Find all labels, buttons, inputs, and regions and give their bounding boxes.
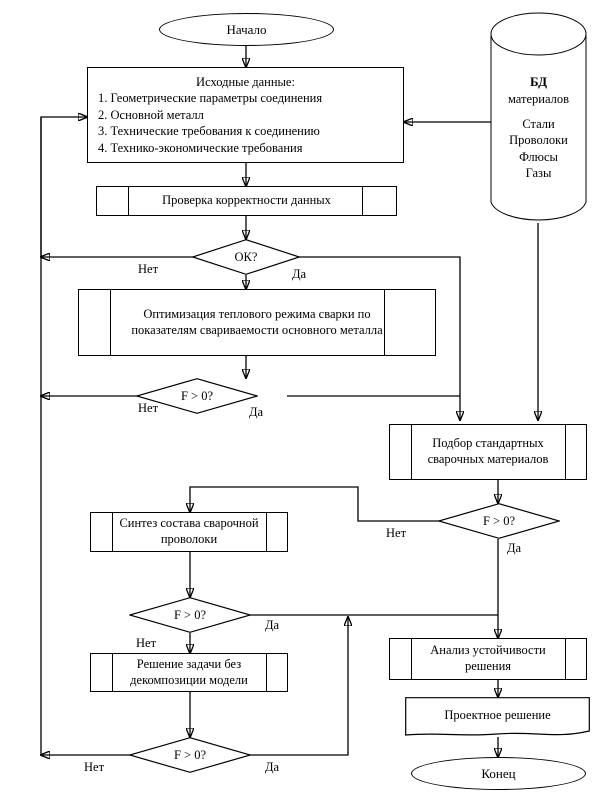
node-database-title: БД (529, 74, 548, 89)
node-check-data-bar-right (362, 186, 363, 216)
node-no-decomposition-body (90, 653, 288, 692)
node-standard-materials-label: Подбор стандартных сварочных материалов (427, 436, 549, 466)
node-input-data-header: Исходные данные: (196, 74, 295, 89)
node-check-data-bar-left (128, 186, 129, 216)
node-start-label: Начало (226, 21, 267, 37)
node-check-data-label: Проверка корректности данных (162, 193, 331, 208)
node-wire-synthesis-bar-left (112, 512, 113, 552)
node-ok-decision[interactable]: ОК? (192, 239, 300, 275)
node-input-data-item-3: 3. Технические требования к соединению (98, 124, 320, 139)
edge-label-f1-yes: Да (249, 405, 264, 419)
node-no-decomposition-label: Решение задачи без декомпозиции модели (130, 656, 248, 687)
node-no-decomposition-bar-right (266, 653, 267, 692)
edge-f4-yes (231, 617, 348, 756)
node-no-decomposition-bar-left (112, 653, 113, 692)
edge-label-f4-no: Нет (84, 760, 105, 774)
node-f-decision-3[interactable]: F > 0? (129, 597, 251, 633)
node-standard-materials-body (389, 424, 587, 480)
diamond-shape (129, 597, 251, 633)
edge-label-ok-no: Нет (138, 262, 159, 276)
node-database-item-2: Проволоки (509, 133, 568, 148)
node-database-item-4: Газы (525, 165, 552, 180)
edge-label-f4-yes: Да (265, 760, 280, 774)
node-check-data[interactable]: Проверка корректности данных (96, 186, 397, 216)
edge-label-f2-yes: Да (507, 541, 522, 555)
node-input-data-item-2: 2. Основной металл (98, 107, 204, 122)
node-database-item-3: Флюсы (519, 149, 558, 164)
node-standard-materials-bar-right (565, 424, 566, 480)
node-stability-analysis-bar-right (565, 638, 566, 680)
edge-left-trunk-to-input (40, 117, 87, 257)
edge-label-f2-no: Нет (386, 526, 407, 540)
node-stability-analysis-label: Анализ устойчивости решения (430, 643, 546, 673)
node-optimization-bar-right (384, 289, 385, 356)
node-f-decision-1[interactable]: F > 0? (136, 378, 258, 414)
edge-label-f1-no: Нет (138, 401, 159, 415)
node-wire-synthesis-body (90, 512, 288, 552)
document-shape (405, 697, 590, 736)
node-no-decomposition[interactable]: Решение задачи без декомпозиции модели (90, 653, 288, 692)
node-standard-materials-bar-left (411, 424, 412, 480)
node-database-subtitle: материалов (507, 91, 570, 106)
node-wire-synthesis[interactable]: Синтез состава сварочной проволоки (90, 512, 288, 552)
node-f-decision-2-label: F > 0? (482, 513, 516, 528)
node-start[interactable]: Начало (159, 13, 334, 46)
node-end[interactable]: Конец (411, 757, 586, 790)
node-input-data[interactable]: Исходные данные: 1. Геометрические парам… (87, 67, 404, 163)
node-wire-synthesis-bar-right (266, 512, 267, 552)
node-f-decision-4-label: F > 0? (173, 747, 207, 762)
edge-label-f3-yes: Да (265, 618, 280, 632)
node-check-data-body (96, 186, 397, 216)
node-project-solution[interactable]: Проектное решение (405, 697, 590, 739)
diamond-shape (136, 378, 258, 414)
node-wire-synthesis-label: Синтез состава сварочной проволоки (119, 516, 259, 546)
edge-label-f3-no: Нет (136, 636, 157, 650)
node-f-decision-2[interactable]: F > 0? (438, 503, 560, 539)
node-stability-analysis-body (389, 638, 587, 680)
node-optimization-body (78, 289, 436, 356)
node-optimization-bar-left (110, 289, 111, 356)
node-stability-analysis[interactable]: Анализ устойчивости решения (389, 638, 587, 680)
node-database-item-1: Стали (522, 117, 555, 132)
diamond-shape (129, 737, 251, 773)
node-f-decision-1-label: F > 0? (180, 388, 214, 403)
node-input-data-item-4: 4. Технико-экономические требования (98, 140, 303, 155)
node-end-label: Конец (481, 765, 516, 781)
node-project-solution-label: Проектное решение (444, 707, 551, 722)
node-stability-analysis-bar-left (411, 638, 412, 680)
edge-f2-no (190, 486, 458, 522)
node-standard-materials[interactable]: Подбор стандартных сварочных материалов (389, 424, 587, 480)
edge-ok-yes-right (287, 256, 460, 420)
diamond-shape (438, 503, 560, 539)
node-input-data-item-1: 1. Геометрические параметры соединения (98, 91, 323, 106)
node-f-decision-4[interactable]: F > 0? (129, 737, 251, 773)
node-ok-decision-label: ОК? (234, 249, 258, 264)
node-f-decision-3-label: F > 0? (173, 607, 207, 622)
node-optimization-label: Оптимизация теплового режима сварки по п… (131, 306, 383, 337)
edge-label-ok-yes: Да (292, 267, 307, 281)
diamond-shape (192, 239, 300, 275)
database-icon (490, 12, 587, 221)
node-optimization[interactable]: Оптимизация теплового режима сварки по п… (78, 289, 436, 356)
node-database[interactable]: БД материалов Стали Проволоки Флюсы Газы (490, 12, 587, 224)
